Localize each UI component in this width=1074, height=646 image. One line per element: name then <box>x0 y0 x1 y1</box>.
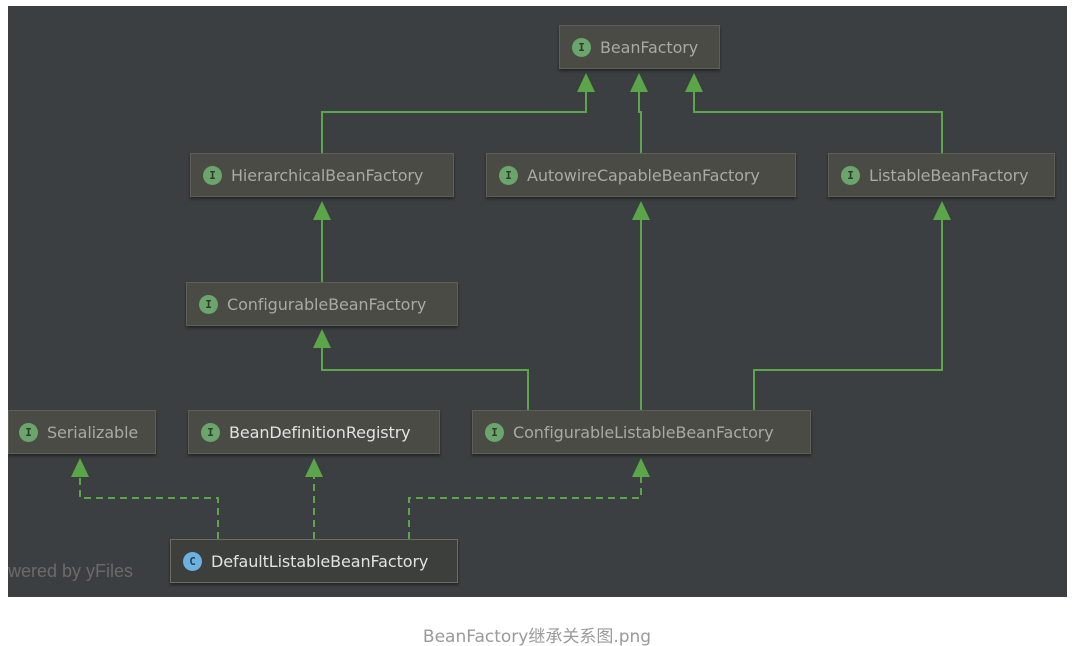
arrowhead-beanfactory-right <box>685 73 703 92</box>
node-label: DefaultListableBeanFactory <box>211 551 429 571</box>
class-icon: C <box>183 551 202 571</box>
yfiles-watermark: owered by yFiles <box>8 561 134 581</box>
interface-icon: I <box>201 422 220 442</box>
arrowhead-beanfactory-left <box>577 73 595 92</box>
node-label: ConfigurableBeanFactory <box>227 294 427 314</box>
interface-icon: I <box>572 37 591 57</box>
interface-icon: I <box>199 294 218 314</box>
arrowhead-serializable <box>71 458 89 477</box>
node-label: BeanDefinitionRegistry <box>229 422 411 442</box>
node-label: Serializable <box>47 422 139 442</box>
edge-hierarchical-to-beanfactory <box>321 92 587 153</box>
edge-default-to-serializable <box>79 477 219 539</box>
interface-icon: I <box>499 165 518 185</box>
node-defaultlistablebeanfactory[interactable]: C DefaultListableBeanFactory <box>170 539 458 583</box>
node-configurablebeanfactory[interactable]: I ConfigurableBeanFactory <box>186 282 458 326</box>
node-hierarchicalbeanfactory[interactable]: I HierarchicalBeanFactory <box>190 153 454 197</box>
node-beandefinitionregistry[interactable]: I BeanDefinitionRegistry <box>188 410 440 454</box>
arrowhead-configurable <box>313 329 331 348</box>
node-label: ConfigurableListableBeanFactory <box>513 422 774 442</box>
arrowhead-listable <box>933 201 951 220</box>
interface-icon: I <box>841 165 860 185</box>
arrowhead-hierarchical <box>313 201 331 220</box>
node-label: BeanFactory <box>600 37 699 57</box>
node-label: AutowireCapableBeanFactory <box>527 165 760 185</box>
interface-icon: I <box>19 422 38 442</box>
node-autowirecapablebeanfactory[interactable]: I AutowireCapableBeanFactory <box>486 153 796 197</box>
edge-configlistable-to-listable <box>753 220 943 410</box>
edge-default-to-configlistable <box>408 477 642 539</box>
node-beanfactory[interactable]: I BeanFactory <box>559 25 720 69</box>
arrowhead-configlistable <box>632 458 650 477</box>
node-label: HierarchicalBeanFactory <box>231 165 424 185</box>
edge-configlistable-to-configurable <box>321 348 529 410</box>
node-configurablelistablebeanfactory[interactable]: I ConfigurableListableBeanFactory <box>472 410 811 454</box>
interface-icon: I <box>203 165 222 185</box>
diagram-canvas: I BeanFactory I HierarchicalBeanFactory … <box>8 6 1067 597</box>
arrowhead-beanfactory-mid <box>630 73 648 92</box>
inheritance-edges <box>71 73 951 539</box>
image-caption: BeanFactory继承关系图.png <box>422 627 652 646</box>
node-listablebeanfactory[interactable]: I ListableBeanFactory <box>828 153 1055 197</box>
interface-icon: I <box>485 422 504 442</box>
arrowhead-autowire <box>632 201 650 220</box>
node-serializable[interactable]: I Serializable <box>8 410 156 454</box>
edge-autowire-to-beanfactory <box>638 92 642 153</box>
arrowhead-registry <box>305 458 323 477</box>
edge-listable-to-beanfactory <box>693 92 943 153</box>
node-label: ListableBeanFactory <box>869 165 1029 185</box>
